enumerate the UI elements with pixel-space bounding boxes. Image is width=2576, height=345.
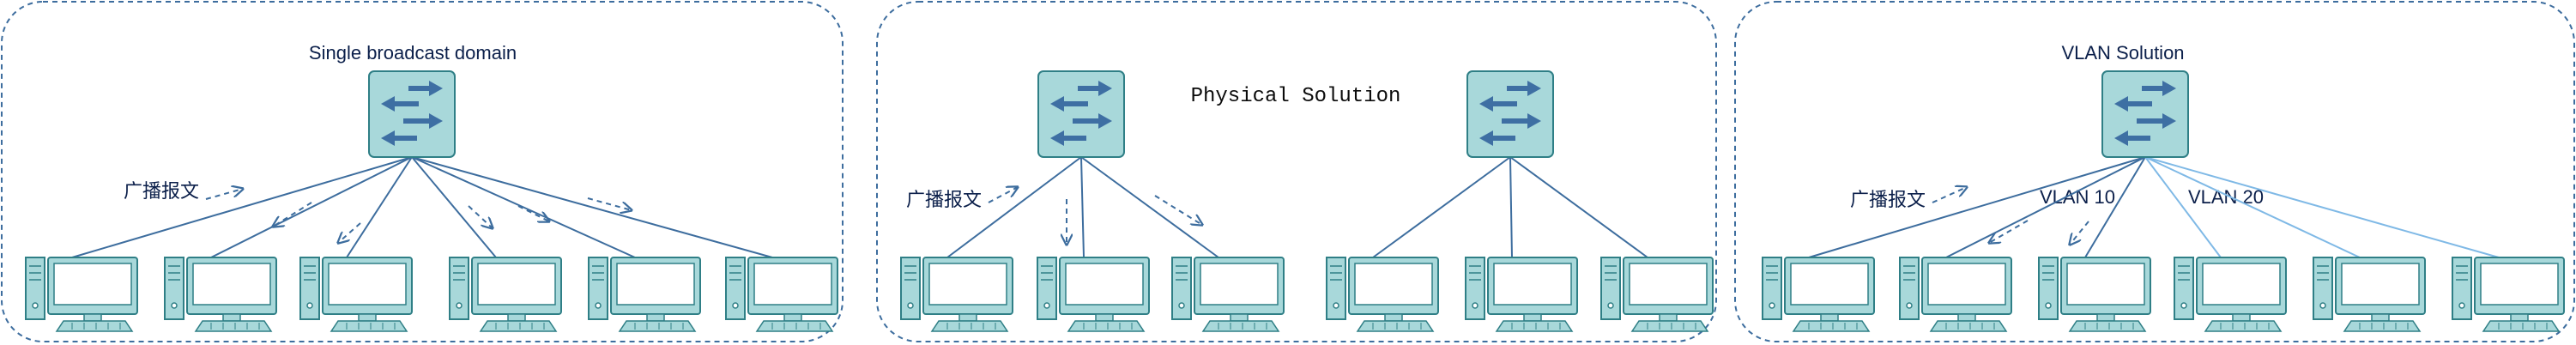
vlan-label: VLAN 20	[2188, 186, 2264, 208]
link	[71, 156, 413, 258]
link	[411, 156, 773, 258]
broadcast-arrow	[468, 205, 493, 228]
link	[946, 156, 1082, 258]
link	[1080, 156, 1219, 258]
broadcast-label: 广播报文	[1850, 190, 1926, 211]
link-vlan10	[1945, 156, 2146, 258]
desktop-computer-icon	[449, 257, 562, 332]
links-panel-3	[1808, 156, 2500, 258]
network-switch-icon	[1466, 70, 1554, 158]
broadcast-arrow	[988, 187, 1018, 203]
desktop-computer-icon	[1899, 257, 2012, 332]
desktop-computer-icon	[1600, 257, 1714, 332]
link	[411, 156, 497, 258]
network-switch-icon	[1037, 70, 1125, 158]
desktop-computer-icon	[299, 257, 413, 332]
link	[210, 156, 413, 258]
desktop-computer-icon	[1762, 257, 1875, 332]
desktop-computer-icon	[588, 257, 701, 332]
desktop-computer-icon	[1171, 257, 1285, 332]
broadcast-arrows	[205, 187, 2089, 245]
broadcast-arrow	[205, 189, 243, 200]
network-switch-icon	[368, 70, 456, 158]
link-vlan20	[2144, 156, 2222, 258]
link-vlan10	[1808, 156, 2146, 258]
broadcast-arrow	[2070, 221, 2089, 245]
link	[1509, 156, 1513, 258]
links-panel-1	[71, 156, 773, 258]
desktop-computer-icon	[2174, 257, 2287, 332]
desktop-computer-icon	[1465, 257, 1578, 332]
panel-vlan-solution	[1734, 1, 2575, 342]
link	[411, 156, 636, 258]
link	[1080, 156, 1085, 258]
computers	[25, 257, 2565, 332]
desktop-computer-icon	[1326, 257, 1439, 332]
broadcast-arrow	[1932, 187, 1967, 203]
panel-title: VLAN Solution	[2061, 42, 2184, 64]
link	[1372, 156, 1511, 258]
panel-title: Physical Solution	[1191, 85, 1401, 108]
link-vlan10	[2084, 156, 2146, 258]
broadcast-arrow	[517, 205, 549, 221]
desktop-computer-icon	[25, 257, 138, 332]
desktop-computer-icon	[2452, 257, 2565, 332]
broadcast-arrow	[273, 202, 312, 227]
broadcast-arrow	[1154, 195, 1202, 225]
desktop-computer-icon	[725, 257, 838, 332]
link-vlan20	[2144, 156, 2500, 258]
broadcast-arrow	[587, 197, 632, 210]
desktop-computer-icon	[2313, 257, 2426, 332]
broadcast-arrow	[1989, 220, 2029, 243]
panel-physical-solution	[876, 1, 1717, 342]
link	[346, 156, 413, 258]
network-switch-icon	[2101, 70, 2189, 158]
desktop-computer-icon	[2038, 257, 2151, 332]
broadcast-arrow	[338, 222, 361, 243]
panel-single-broadcast-domain	[1, 1, 844, 342]
panel-title: Single broadcast domain	[309, 42, 517, 64]
link	[1509, 156, 1648, 258]
broadcast-label: 广播报文	[124, 181, 199, 203]
desktop-computer-icon	[900, 257, 1013, 332]
desktop-computer-icon	[1037, 257, 1150, 332]
link-vlan20	[2144, 156, 2361, 258]
desktop-computer-icon	[164, 257, 277, 332]
switches	[368, 70, 2189, 158]
broadcast-label: 广播报文	[906, 190, 982, 211]
links-panel-2	[946, 156, 1648, 258]
